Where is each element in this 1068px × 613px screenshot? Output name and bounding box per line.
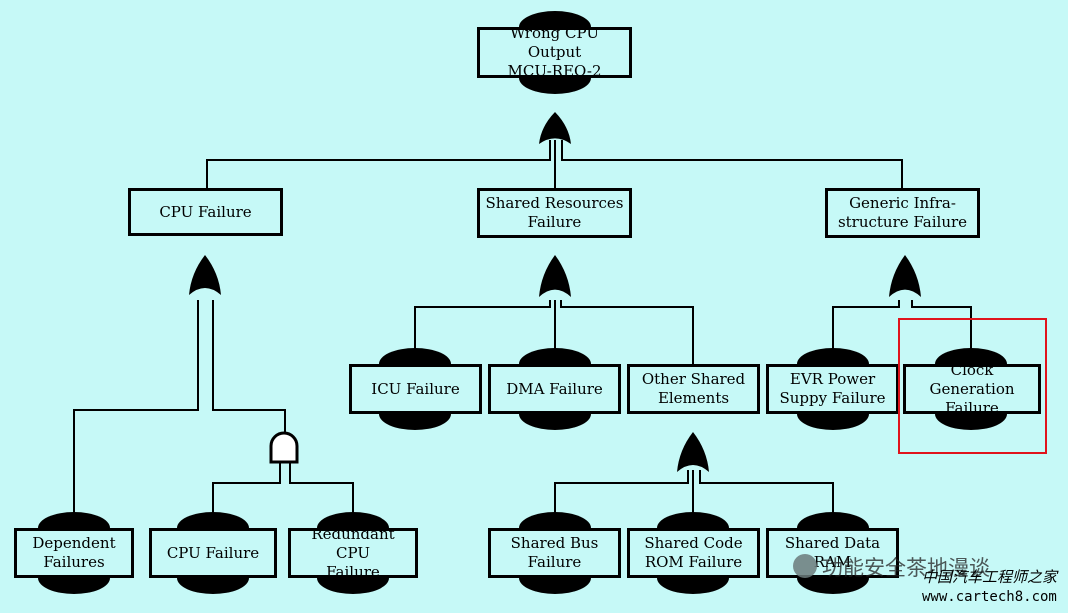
event-cap-top: [797, 348, 869, 364]
event-cap-bottom: [379, 414, 451, 430]
event-shared-data-ram[interactable]: Shared Data RAM: [766, 528, 899, 578]
connector-line: [911, 300, 972, 364]
event-cap-bottom: [317, 578, 389, 594]
event-cap-top: [935, 348, 1007, 364]
or-gate-other-shared: [677, 432, 709, 472]
event-wrong-cpu-output[interactable]: Wrong CPU Output MCU-REQ-2: [477, 24, 632, 80]
connector-line: [212, 300, 286, 436]
watermark-url: www.cartech8.com: [922, 589, 1057, 605]
event-cpu-failure[interactable]: CPU Failure: [128, 188, 283, 236]
event-cap-top: [38, 512, 110, 528]
event-generic-infrastructure-failure[interactable]: Generic Infra- structure Failure: [825, 188, 980, 238]
event-cap-top: [519, 348, 591, 364]
event-cap-top: [379, 348, 451, 364]
event-cap-bottom: [797, 414, 869, 430]
event-other-shared-elements[interactable]: Other Shared Elements: [627, 364, 760, 414]
watermark-site-name: 中国汽车工程师之家: [922, 568, 1058, 586]
connector-line: [554, 470, 689, 528]
event-cap-bottom: [519, 414, 591, 430]
event-dependent-failures[interactable]: Dependent Failures: [14, 528, 134, 578]
event-cap-bottom: [519, 578, 591, 594]
event-shared-resources-failure[interactable]: Shared Resources Failure: [477, 188, 632, 238]
connector-line: [414, 300, 551, 364]
or-gate-top: [539, 112, 571, 144]
event-redundant-cpu-failure[interactable]: Redundant CPU Failure: [288, 525, 418, 581]
event-cap-top: [519, 11, 591, 27]
connector-line: [832, 300, 900, 364]
connector-line: [73, 300, 199, 528]
event-cap-bottom: [657, 578, 729, 594]
connector-line: [289, 462, 354, 528]
connector-line: [206, 140, 551, 188]
or-gate-generic: [889, 255, 921, 297]
connector-line: [560, 300, 694, 364]
event-cap-bottom: [519, 78, 591, 94]
wechat-icon: [793, 554, 817, 578]
event-cap-bottom: [797, 578, 869, 594]
event-cap-bottom: [38, 578, 110, 594]
or-gate-shared: [539, 255, 571, 297]
event-dma-failure[interactable]: DMA Failure: [488, 364, 621, 414]
and-gate-cpu: [269, 431, 299, 464]
event-cap-top: [797, 512, 869, 528]
event-cap-bottom: [935, 414, 1007, 430]
event-evr-power-supply-failure[interactable]: EVR Power Suppy Failure: [766, 364, 899, 414]
or-gate-cpu: [189, 255, 221, 295]
event-cap-bottom: [177, 578, 249, 594]
event-cap-top: [317, 512, 389, 528]
highlight-box-clock-generation: [898, 318, 1047, 454]
event-shared-bus-failure[interactable]: Shared Bus Failure: [488, 528, 621, 578]
watermark-channel: 功能安全茶地漫谈: [822, 556, 990, 580]
event-clock-generation-failure[interactable]: Clock Generation Failure: [903, 361, 1041, 417]
connector-line: [699, 470, 834, 528]
event-icu-failure[interactable]: ICU Failure: [349, 364, 482, 414]
event-cap-top: [657, 512, 729, 528]
event-cap-top: [177, 512, 249, 528]
connector-line: [212, 462, 281, 528]
connector-line: [561, 140, 903, 188]
event-cpu-failure-leaf[interactable]: CPU Failure: [149, 528, 277, 578]
event-shared-code-rom-failure[interactable]: Shared Code ROM Failure: [627, 528, 760, 578]
event-cap-top: [519, 512, 591, 528]
